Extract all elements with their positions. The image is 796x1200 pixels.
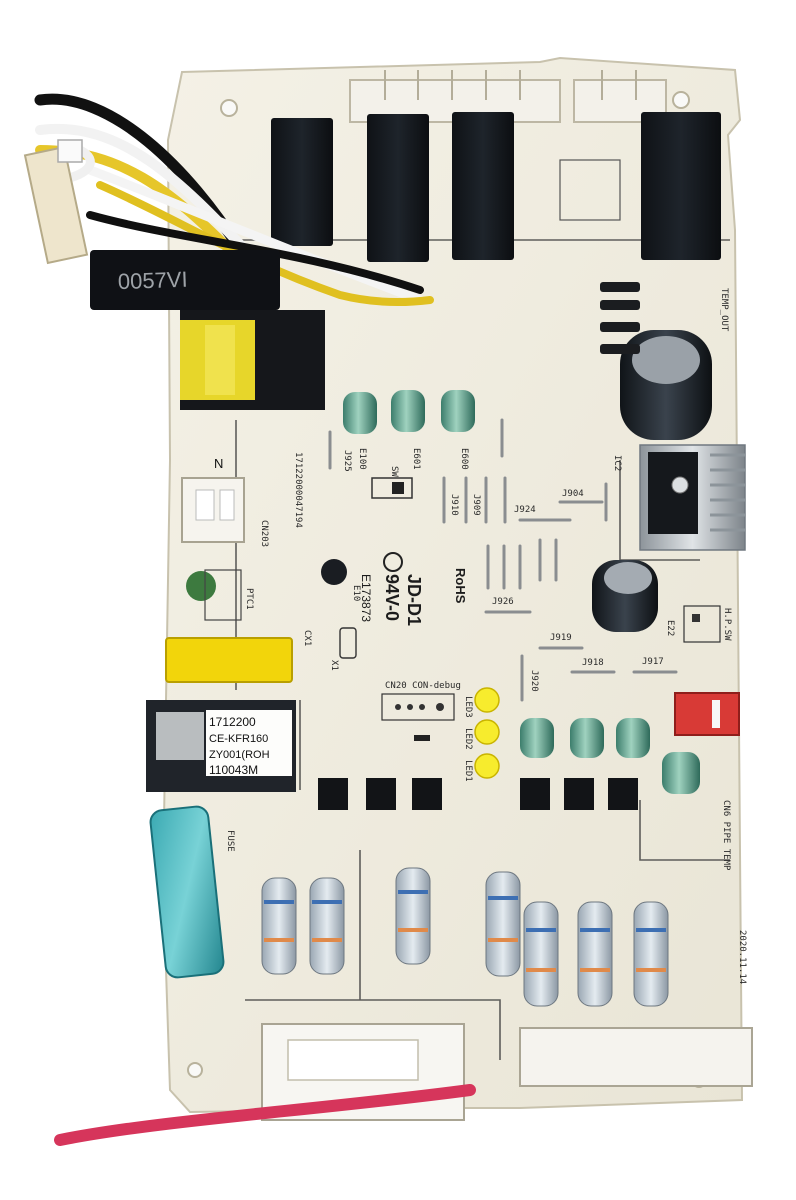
small-capacitors	[321, 390, 700, 794]
label-j925: J925	[342, 450, 352, 472]
label-e22: E22	[665, 620, 675, 636]
jumper-wires	[328, 418, 678, 702]
board-date-code: 2020.11.14	[737, 930, 747, 984]
transformer-code: 0057VI	[117, 267, 188, 294]
label-j909: J909	[471, 494, 481, 516]
label-e10: E10	[351, 585, 361, 601]
film-capacitor-cx1	[165, 637, 293, 683]
label-j924: J924	[514, 505, 536, 515]
connector-hp-sw	[683, 605, 721, 643]
board-rohs: RoHS	[453, 568, 468, 604]
optocouplers	[318, 778, 638, 810]
leds	[474, 687, 500, 779]
board-part-number: 17122000047194	[293, 452, 303, 528]
board-ul-file: E173873	[359, 574, 373, 622]
board-brand: JD-D1	[404, 574, 424, 626]
dip-switch	[371, 477, 413, 499]
label-j926: J926	[492, 597, 514, 607]
diodes-top-right	[600, 282, 640, 354]
label-cn-debug: CN20 CON-debug	[385, 681, 461, 691]
sticker-line-3: ZY001(ROH	[209, 749, 270, 761]
label-cn6: CN6 PIPE TEMP	[721, 800, 731, 871]
label-sw: SW	[389, 466, 399, 477]
label-led1: LED1	[463, 760, 473, 782]
transformer: 0057VI	[90, 250, 325, 410]
label-j904: J904	[562, 489, 584, 499]
label-led3: LED3	[463, 696, 473, 718]
label-n: N	[214, 456, 223, 471]
label-x1: X1	[329, 660, 339, 671]
label-cx1: CX1	[302, 630, 312, 646]
label-j919: J919	[550, 633, 572, 643]
debug-header	[381, 693, 455, 741]
label-j910: J910	[449, 494, 459, 516]
ptc-thermistor	[186, 569, 242, 621]
label-fuse: FUSE	[225, 830, 235, 852]
sticker-line-4: 110043M	[209, 763, 258, 777]
label-hp-sw: H.P.SW	[722, 608, 732, 641]
label-temp-out: TEMP_OUT	[719, 288, 729, 332]
label-ptc: PTC1	[244, 588, 254, 610]
label-e100: E100	[357, 448, 367, 470]
sticker-line-1: 1712200	[209, 715, 256, 729]
label-j918: J918	[582, 658, 604, 668]
large-capacitors	[592, 330, 712, 632]
x-capacitor	[149, 805, 225, 979]
board-rating: 94V-0	[382, 574, 402, 621]
label-j917: J917	[642, 657, 664, 667]
red-wire	[54, 1084, 476, 1146]
label-e600: E600	[459, 448, 469, 470]
label-ic2: IC2	[612, 455, 622, 471]
crystal-x1	[339, 627, 357, 659]
sticker-line-2: CE-KFR160	[209, 733, 268, 745]
relays	[271, 112, 721, 262]
board-logo	[383, 552, 403, 572]
resistor-bands	[264, 890, 666, 972]
label-sticker	[146, 700, 296, 792]
label-e601: E601	[411, 448, 421, 470]
label-cn203: CN203	[259, 520, 269, 547]
red-connector	[674, 692, 740, 736]
heatsink-regulator	[639, 444, 746, 551]
label-led2: LED2	[463, 728, 473, 750]
connector-cn203	[181, 477, 245, 543]
label-j920: J920	[529, 670, 539, 692]
wire-connector-left	[23, 139, 89, 265]
